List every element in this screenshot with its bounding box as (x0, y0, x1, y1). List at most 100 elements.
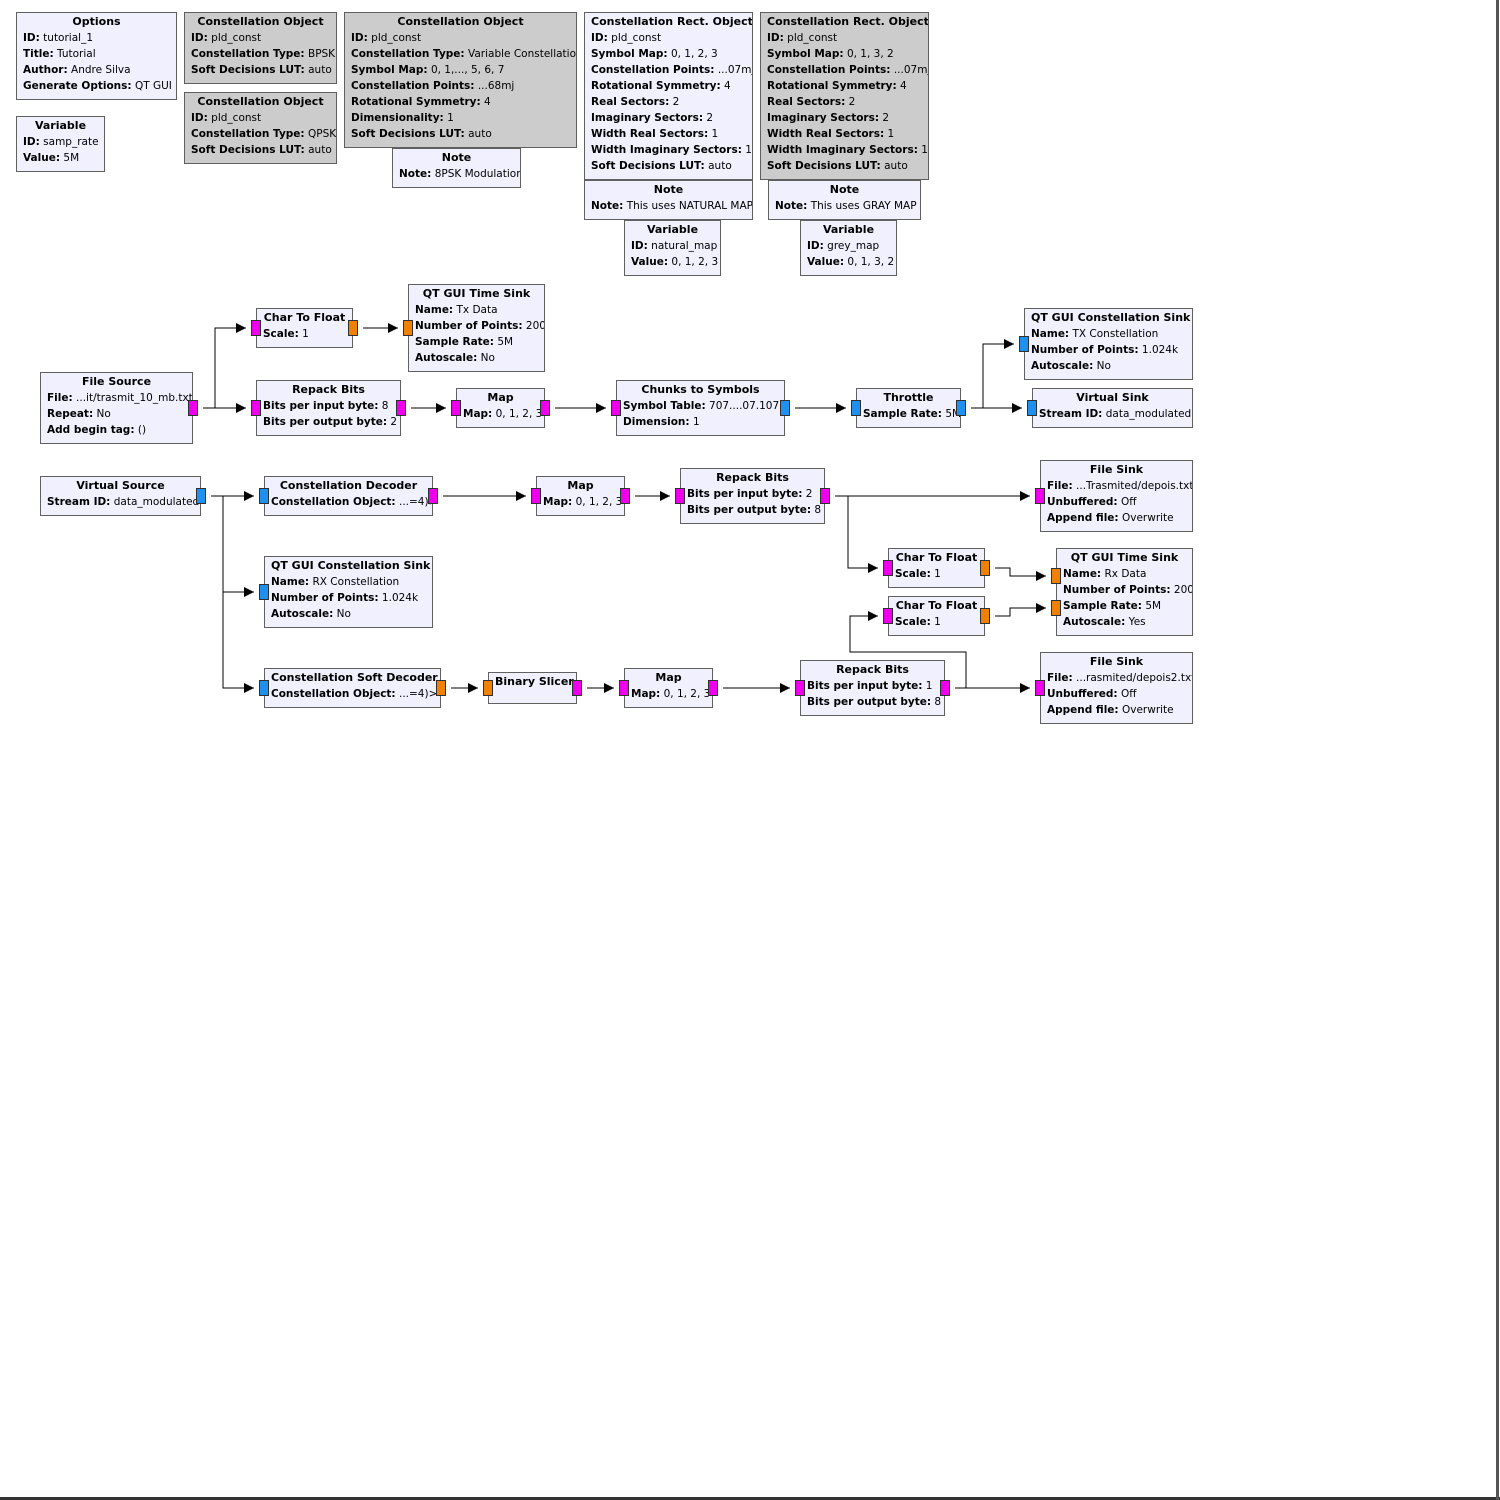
input-port-chunks-to-symbols[interactable] (611, 400, 621, 416)
connection-wire[interactable] (211, 495, 254, 693)
output-port-char-to-float-tx[interactable] (348, 320, 358, 336)
input-port-map-rx[interactable] (531, 488, 541, 504)
input-port-map-tx[interactable] (451, 400, 461, 416)
param-key: Symbol Map: (351, 64, 428, 76)
block-param: Sample Rate: 5M (415, 334, 538, 350)
output-port-const-decoder[interactable] (428, 488, 438, 504)
param-key: Name: (271, 576, 310, 588)
param-key: Number of Points: (1063, 584, 1171, 596)
input-port-time-sink-rx[interactable] (1051, 568, 1061, 584)
input-port-char-to-float-tx[interactable] (251, 320, 261, 336)
input-port-const-soft-decoder[interactable] (259, 680, 269, 696)
output-port-repack-tx[interactable] (396, 400, 406, 416)
block-title: Binary Slicer (495, 675, 574, 688)
input-port-time-sink-rx[interactable] (1051, 600, 1061, 616)
param-key: Constellation Type: (191, 48, 305, 60)
input-port-const-decoder[interactable] (259, 488, 269, 504)
connection-wire[interactable] (849, 611, 967, 689)
input-port-map-soft[interactable] (619, 680, 629, 696)
output-port-virtual-source[interactable] (196, 488, 206, 504)
connection-wire[interactable] (835, 495, 878, 573)
connection-wire[interactable] (971, 339, 1014, 409)
output-port-repack-rx[interactable] (820, 488, 830, 504)
input-port-throttle[interactable] (851, 400, 861, 416)
block-title: Throttle (883, 391, 934, 404)
input-port-file-sink-1[interactable] (1035, 488, 1045, 504)
input-port-binary-slicer[interactable] (483, 680, 493, 696)
output-port-map-soft[interactable] (708, 680, 718, 696)
param-value: BPSK (307, 48, 336, 60)
input-port-repack-soft[interactable] (795, 680, 805, 696)
input-port-repack-rx[interactable] (675, 488, 685, 504)
connection-wire[interactable] (995, 567, 1046, 581)
block-title: File Sink (1089, 655, 1144, 668)
output-port-map-rx[interactable] (620, 488, 630, 504)
param-value: grey_map (827, 240, 880, 252)
input-port-char-to-float-rx1[interactable] (883, 560, 893, 576)
block-binary-slicer[interactable]: Binary Slicer (488, 672, 577, 704)
param-value: Off (1120, 688, 1137, 700)
output-port-binary-slicer[interactable] (572, 680, 582, 696)
input-port-const-sink-rx[interactable] (259, 584, 269, 600)
output-port-throttle[interactable] (956, 400, 966, 416)
input-port-time-sink-tx[interactable] (403, 320, 413, 336)
output-port-file-source[interactable] (188, 400, 198, 416)
input-port-virtual-sink[interactable] (1027, 400, 1037, 416)
output-port-char-to-float-rx2[interactable] (980, 608, 990, 624)
input-port-repack-tx[interactable] (251, 400, 261, 416)
param-key: Soft Decisions LUT: (767, 160, 881, 172)
output-port-repack-soft[interactable] (940, 680, 950, 696)
block-param: Real Sectors: 2 (591, 94, 746, 110)
output-port-char-to-float-rx1[interactable] (980, 560, 990, 576)
input-port-const-sink-tx[interactable] (1019, 336, 1029, 352)
block-param: Author: Andre Silva (23, 62, 170, 78)
connection-wire[interactable] (203, 323, 246, 409)
block-param: Dimensionality: 1 (351, 110, 570, 126)
input-port-char-to-float-rx2[interactable] (883, 608, 893, 624)
connection-wire[interactable] (211, 495, 254, 597)
output-port-map-tx[interactable] (540, 400, 550, 416)
param-key: Autoscale: (271, 608, 334, 620)
connection-wire[interactable] (995, 603, 1046, 617)
output-port-const-soft-decoder[interactable] (436, 680, 446, 696)
block-param: Number of Points: 200 (415, 318, 544, 334)
param-key: Soft Decisions LUT: (191, 144, 305, 156)
output-port-chunks-to-symbols[interactable] (780, 400, 790, 416)
input-port-file-sink-2[interactable] (1035, 680, 1045, 696)
